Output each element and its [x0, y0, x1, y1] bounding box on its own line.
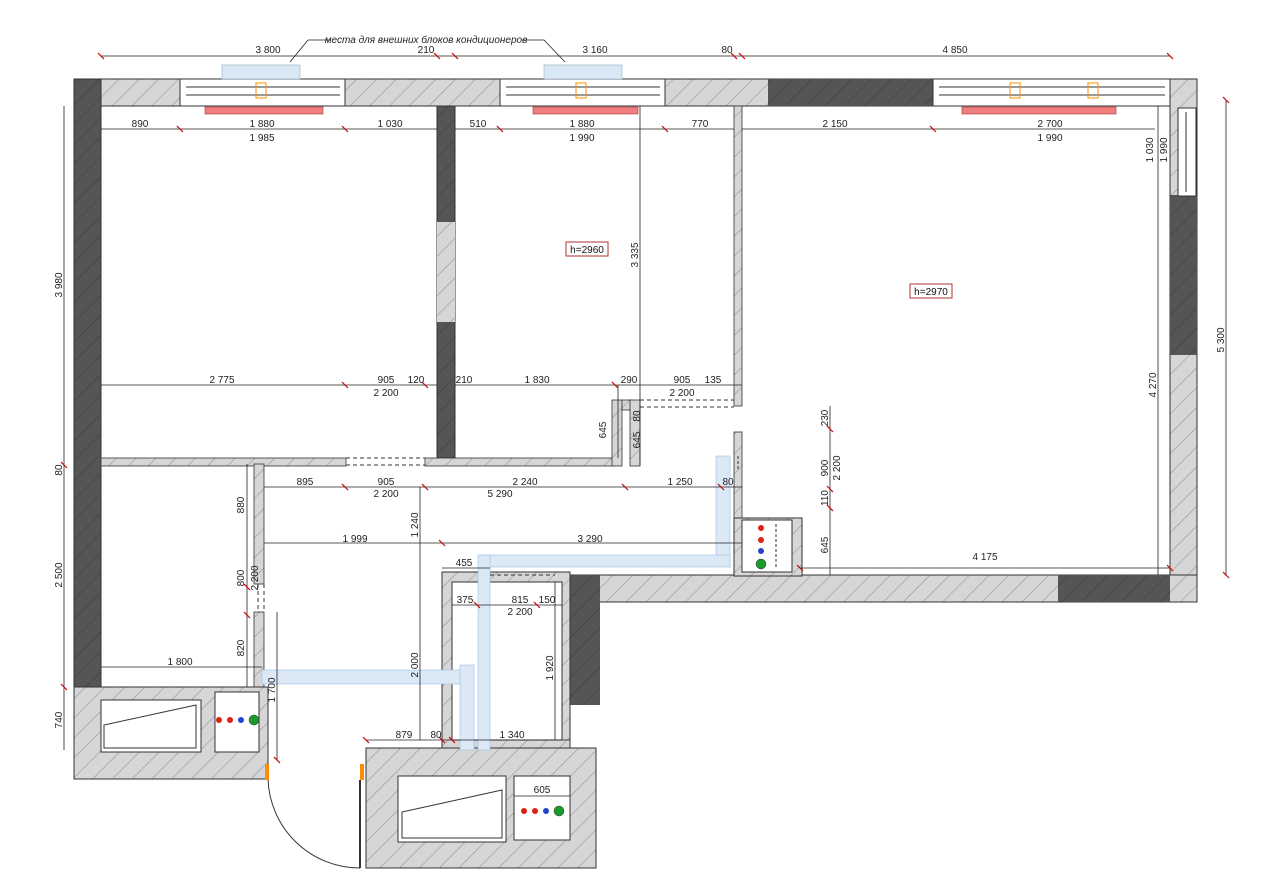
dimension-label: 5 300 [1216, 327, 1227, 352]
height-label-center: h=2960 [570, 245, 604, 256]
dimension-label: 900 [820, 459, 831, 476]
dimension-label: 815 [512, 595, 529, 606]
pipe-routes [261, 455, 731, 751]
dimension-label: 4 270 [1148, 372, 1159, 397]
dimension-label: 3 980 [54, 272, 65, 297]
dimension-label: 120 [408, 375, 425, 386]
bathtub-bottom [401, 789, 503, 839]
dimension-label: 905 [674, 375, 691, 386]
dimension-label: 80 [722, 477, 734, 488]
dimension-label: 510 [470, 119, 487, 130]
dimension-label: 110 [820, 490, 831, 506]
dimension-label: 2 150 [822, 119, 847, 130]
dimension-label: 290 [621, 375, 638, 386]
dimension-label: 4 175 [972, 552, 997, 563]
dimension-label: 1 830 [524, 375, 549, 386]
dimension-label: 3 800 [255, 45, 280, 56]
ac-note: места для внешних блоков кондиционеров [325, 34, 528, 46]
riser-points-bottom [521, 805, 565, 817]
dimension-label: 1 999 [342, 534, 367, 545]
dimension-label: 3 160 [582, 45, 607, 56]
dimension-label: 1 990 [569, 133, 594, 144]
dimension-label: 880 [236, 496, 247, 513]
dimension-label: 135 [705, 375, 722, 386]
dimension-labels: 3 800 210 3 160 80 4 850 890 1 880 1 030… [54, 45, 1227, 796]
dimension-label: 80 [54, 464, 65, 476]
riser-points-left [216, 714, 260, 726]
dimension-label: 1 880 [569, 119, 594, 130]
dimension-label: 645 [820, 536, 831, 553]
dimension-label: 1 250 [667, 477, 692, 488]
dimension-label: 1 800 [167, 657, 192, 668]
dimension-label: 3 335 [630, 242, 641, 267]
dimension-label: 150 [539, 595, 556, 606]
dimension-label: 2 200 [373, 388, 398, 399]
dimension-label: 2 200 [832, 455, 843, 480]
callout-arrows [289, 39, 566, 63]
height-label-right: h=2970 [914, 287, 948, 298]
dimension-label: 230 [820, 409, 831, 426]
dimension-label: 2 200 [669, 388, 694, 399]
dimension-label: 2 200 [250, 565, 261, 590]
dimension-label: 740 [54, 711, 65, 728]
dimension-label: 80 [430, 730, 442, 741]
dimension-label: 605 [534, 785, 551, 796]
dimension-label: 879 [396, 730, 413, 741]
dimension-label: 895 [297, 477, 314, 488]
dimension-label: 5 290 [487, 489, 512, 500]
dimension-label: 2 775 [209, 375, 234, 386]
dimension-label: 1 030 [377, 119, 402, 130]
dimension-label: 1 920 [545, 655, 556, 680]
bathtub-left [103, 704, 197, 749]
walls [73, 78, 1198, 869]
dimension-label: 80 [632, 410, 643, 422]
dimension-label: 1 990 [1037, 133, 1062, 144]
dimension-label: 905 [378, 477, 395, 488]
dimension-label: 80 [721, 45, 733, 56]
dimension-label: 210 [456, 375, 473, 386]
dimension-label: 890 [132, 119, 149, 130]
doors [257, 399, 777, 869]
dimension-label: 210 [418, 45, 435, 56]
dimension-label: 2 700 [1037, 119, 1062, 130]
dimension-label: 645 [598, 421, 609, 438]
dimension-label: 820 [236, 639, 247, 656]
dimension-ticks [60, 52, 1230, 764]
riser-points-right [755, 525, 767, 570]
dimension-label: 770 [692, 119, 709, 130]
dimension-label: 2 240 [512, 477, 537, 488]
ac-units [204, 64, 1117, 115]
dimension-label: 1 990 [1159, 137, 1170, 162]
dimension-label: 2 200 [373, 489, 398, 500]
dimension-label: 1 240 [410, 512, 421, 537]
dimension-label: 2 000 [410, 652, 421, 677]
dimension-label: 4 850 [942, 45, 967, 56]
height-labels: h=2960 h=2970 [565, 241, 953, 299]
dimension-label: 1 880 [249, 119, 274, 130]
windows [179, 78, 1197, 197]
dimension-label: 905 [378, 375, 395, 386]
dimension-label: 3 290 [577, 534, 602, 545]
dimension-label: 1 340 [499, 730, 524, 741]
dimension-label: 645 [632, 431, 643, 448]
dimension-label: 2 500 [54, 562, 65, 587]
dimension-label: 1 700 [267, 677, 278, 702]
dimension-label: 2 200 [507, 607, 532, 618]
dimension-lines [63, 55, 1227, 797]
dimension-label: 1 985 [249, 133, 274, 144]
dimension-label: 800 [236, 569, 247, 586]
dimension-label: 375 [457, 595, 474, 606]
dimension-label: 1 030 [1145, 137, 1156, 162]
dimension-label: 455 [456, 558, 473, 569]
